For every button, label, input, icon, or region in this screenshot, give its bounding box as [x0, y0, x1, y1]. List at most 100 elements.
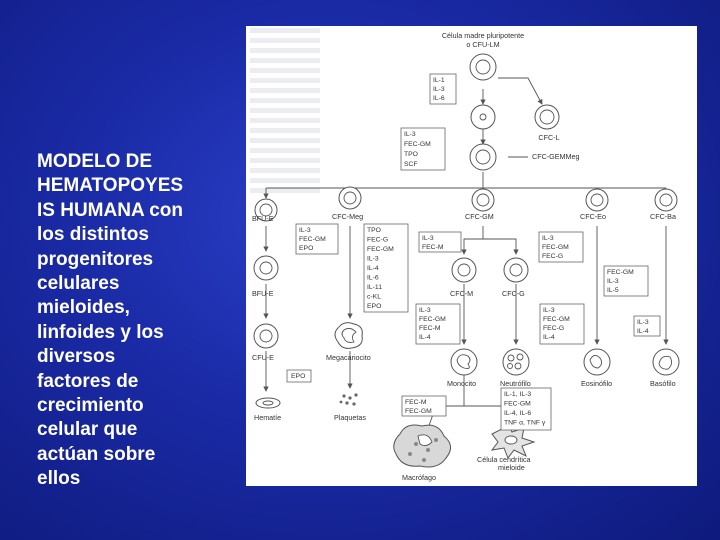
cfc-meg-cell	[338, 186, 362, 210]
description-line: factores de	[37, 370, 139, 392]
factor-box-epo: EPO	[286, 369, 312, 383]
svg-text:FEC-M: FEC-M	[422, 244, 444, 251]
megacariocito-cell	[334, 322, 363, 349]
svg-text:IL-4, IL-6: IL-4, IL-6	[504, 410, 531, 417]
cfc-ba-cell	[654, 188, 678, 212]
macrofago-cell	[393, 424, 451, 468]
cfc-l-cell	[534, 104, 560, 130]
svg-text:IL-4: IL-4	[543, 334, 555, 341]
svg-text:FEC-GM: FEC-GM	[405, 408, 432, 415]
svg-text:FEC-GM: FEC-GM	[419, 316, 446, 323]
description-line: linfoides y los	[37, 321, 164, 343]
cfc-m-cell	[451, 257, 477, 283]
svg-text:FEC-GM: FEC-GM	[367, 246, 394, 253]
factor-box-b: IL-3 FEC-GM TPO SCF	[400, 127, 446, 171]
svg-text:EPO: EPO	[291, 373, 305, 380]
description-line: HEMATOPOYES	[37, 175, 184, 197]
svg-text:FEC-GM: FEC-GM	[504, 401, 531, 408]
factor-box-c: IL-3 FEC-GM EPO	[295, 223, 339, 255]
factor-box-h: IL-3 FEC-GM FEC-M IL-4	[415, 303, 461, 345]
svg-text:IL-4: IL-4	[637, 328, 649, 335]
basofilo-label: Basófilo	[650, 379, 676, 388]
eosinofilo-label: Eosinófilo	[581, 379, 612, 388]
svg-text:c-KL: c-KL	[367, 294, 381, 301]
svg-text:SCF: SCF	[404, 161, 418, 168]
basofilo-cell	[652, 348, 680, 376]
svg-text:FEC-G: FEC-G	[543, 325, 564, 332]
stem-cell	[469, 53, 497, 81]
cfc-eo-label: CFC-Eo	[580, 212, 606, 221]
cfc-gemm-cell	[469, 143, 497, 171]
cfc-gm-label: CFC-GM	[465, 212, 494, 221]
factor-box-l: IL-1, IL-3 FEC-GM IL-4, IL-6 TNF α, TNF …	[500, 387, 552, 431]
svg-text:IL-3: IL-3	[543, 307, 555, 314]
neutrofilo-label: Neutrófilo	[500, 379, 531, 388]
diagram-canvas: Célula madre pluripotente o CFU-LM CFC-L…	[252, 31, 680, 482]
cfc-l-label: CFC-L	[538, 133, 559, 142]
description-line: mieloides,	[37, 297, 130, 319]
factor-box-a: IL-1 IL-3 IL-6	[429, 73, 457, 105]
description-line: celular que	[37, 419, 138, 441]
cfc-meg-label: CFC-Meg	[332, 212, 363, 221]
svg-text:TPO: TPO	[404, 151, 418, 158]
svg-text:IL-3: IL-3	[419, 307, 431, 314]
monocito-cell	[450, 348, 478, 376]
svg-text:IL-4: IL-4	[367, 265, 379, 272]
dendritica-label-line-2: mieloide	[498, 463, 525, 472]
cfc-gemm-label: CFC-GEMMeg	[532, 152, 580, 161]
svg-text:IL-3: IL-3	[637, 319, 649, 326]
svg-text:IL-6: IL-6	[433, 95, 445, 102]
faded-scan-text	[250, 28, 320, 198]
svg-text:FEC-GM: FEC-GM	[543, 316, 570, 323]
svg-text:IL-3: IL-3	[299, 227, 311, 234]
cfu-e-label: CFU-E	[252, 353, 274, 362]
svg-text:IL-3: IL-3	[404, 131, 416, 138]
bfu-e-late-label: BFU-E	[252, 289, 274, 298]
svg-text:IL-3: IL-3	[433, 86, 445, 93]
cfc-gm-cell	[471, 188, 495, 212]
svg-text:FEC-GM: FEC-GM	[299, 236, 326, 243]
factor-box-g: FEC-GM IL-3 IL-5	[603, 265, 649, 297]
factor-box-j: IL-3 IL-4	[633, 315, 661, 337]
hematie-label: Hematíe	[254, 413, 281, 422]
svg-text:EPO: EPO	[367, 303, 381, 310]
description-line: diversos	[37, 346, 116, 368]
svg-text:IL-5: IL-5	[607, 287, 619, 294]
svg-text:IL-4: IL-4	[419, 334, 431, 341]
description-line: celulares	[37, 273, 120, 295]
svg-text:IL-3: IL-3	[542, 235, 554, 242]
macrofago-label: Macrófago	[402, 473, 436, 482]
svg-text:IL-3: IL-3	[367, 256, 379, 263]
svg-text:IL-3: IL-3	[607, 278, 619, 285]
bfu-e-label: BFU-E	[252, 214, 274, 223]
cfc-g-label: CFC-G	[502, 289, 525, 298]
monocito-label: Monocito	[447, 379, 476, 388]
svg-text:FEC-G: FEC-G	[542, 253, 563, 260]
factor-box-d: TPO FEC-G FEC-GM IL-3 IL-4 IL-6 IL-11 c-…	[363, 223, 409, 313]
svg-text:FEC-M: FEC-M	[419, 325, 441, 332]
svg-text:FEC-GM: FEC-GM	[404, 141, 431, 148]
svg-text:EPO: EPO	[299, 245, 313, 252]
plaquetas-label: Plaquetas	[334, 413, 366, 422]
bfu-e-late-cell	[253, 255, 279, 281]
factor-box-i: IL-3 FEC-GM FEC-G IL-4	[539, 303, 585, 345]
svg-text:IL-11: IL-11	[367, 284, 382, 291]
svg-text:TPO: TPO	[367, 227, 381, 234]
description-line: los distintos	[37, 224, 149, 246]
plaquetas-cells	[339, 393, 358, 406]
slide-description: MODELO DE HEMATOPOYES IS HUMANA con los …	[37, 150, 242, 492]
svg-text:IL-1: IL-1	[433, 77, 445, 84]
top-label-line-1: Célula madre pluripotente	[442, 31, 524, 40]
factor-box-e: IL-3 FEC-M	[418, 231, 462, 253]
top-label-line-2: o CFU-LM	[466, 40, 499, 49]
description-line: progenitores	[37, 248, 154, 270]
svg-text:IL-1, IL-3: IL-1, IL-3	[504, 391, 531, 398]
svg-text:TNF α, TNF γ: TNF α, TNF γ	[504, 420, 546, 427]
svg-text:IL-6: IL-6	[367, 275, 379, 282]
description-line: crecimiento	[37, 395, 144, 417]
dendritica-label-line-1: Célula cendrítica	[477, 455, 531, 464]
cfc-m-label: CFC-M	[450, 289, 473, 298]
progenitor-cell-upper	[470, 104, 496, 130]
svg-text:FEC-M: FEC-M	[405, 399, 427, 406]
description-line: MODELO DE	[37, 151, 153, 172]
